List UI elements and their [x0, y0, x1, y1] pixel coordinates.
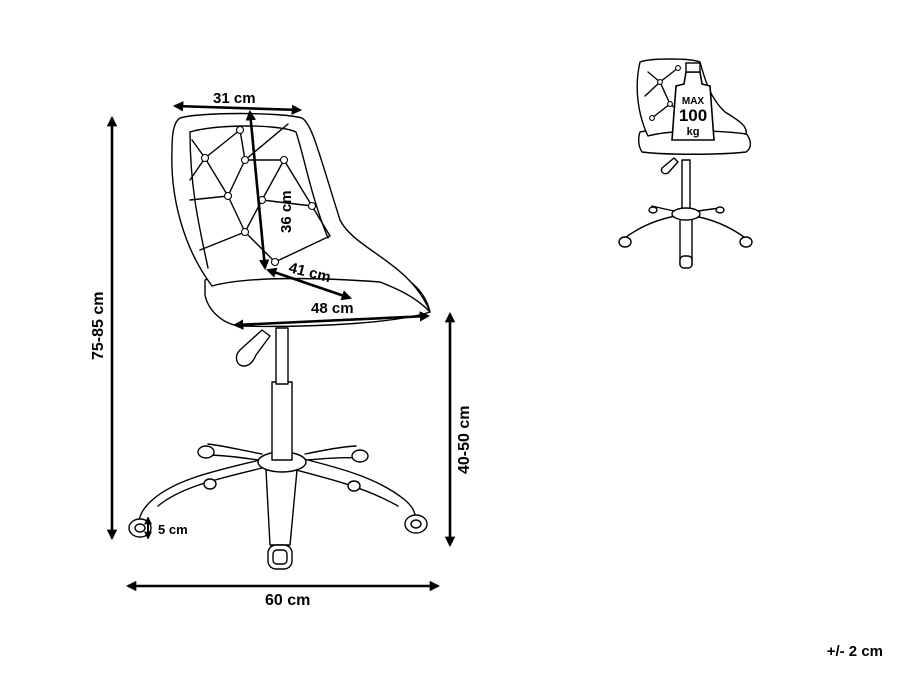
- label-base-width: 60 cm: [265, 592, 310, 609]
- main-chair-drawing: [128, 112, 431, 570]
- dimension-lines: [106, 101, 456, 592]
- caster-front: [267, 544, 293, 570]
- label-seat-width: 48 cm: [311, 300, 354, 317]
- gas-lift-lower: [271, 381, 293, 461]
- max-load-badge: MAX 100 kg: [671, 62, 715, 141]
- dim-line-backrest-height: [245, 109, 270, 271]
- tolerance-note: +/- 2 cm: [827, 643, 883, 660]
- badge-value-text: 100: [679, 106, 707, 125]
- label-wheel-height: 5 cm: [158, 522, 188, 537]
- gas-lift-upper: [275, 327, 289, 385]
- dimension-labels: 31 cm 36 cm 41 cm 48 cm 75-85 cm 40-50 c…: [90, 90, 473, 609]
- badge-unit-text: kg: [687, 126, 700, 138]
- dim-line-seat-depth: [266, 267, 352, 301]
- base-leg-left: [138, 457, 269, 526]
- backrest-shell: [171, 112, 431, 313]
- dim-line-seat-width: [232, 311, 431, 330]
- badge-max-text: MAX: [682, 96, 705, 107]
- caster-right: [404, 514, 428, 534]
- base-leg-front: [265, 469, 298, 546]
- caster-back-right: [347, 449, 369, 492]
- label-seat-top-width: 31 cm: [213, 90, 256, 107]
- label-total-height: 75-85 cm: [90, 292, 107, 361]
- backrest-inner: [189, 125, 329, 269]
- height-lever: [235, 329, 271, 367]
- dim-line-seat-top-width: [172, 101, 303, 115]
- label-backrest-height: 36 cm: [278, 190, 295, 233]
- caster-back-left: [197, 445, 217, 490]
- label-seat-height: 40-50 cm: [456, 406, 473, 475]
